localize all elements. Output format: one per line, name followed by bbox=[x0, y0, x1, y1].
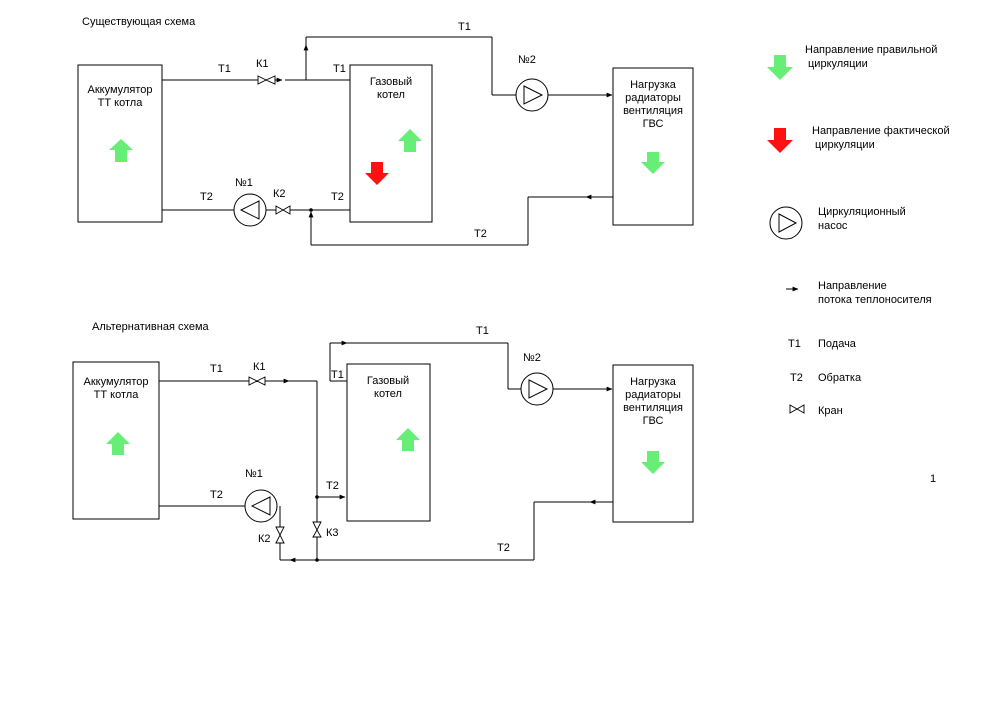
label-t2: Т2 bbox=[497, 542, 510, 554]
label-t1: Т1 bbox=[333, 63, 346, 75]
alternative-scheme: Альтернативная схема Аккумулятор ТТ котл… bbox=[72, 321, 694, 563]
label-pump2: №2 bbox=[518, 54, 536, 66]
existing-scheme: Существующая схема Аккумулятор ТТ котла … bbox=[77, 16, 694, 246]
correct-circulation-arrow-up bbox=[106, 432, 130, 455]
legend-t2-text: Обратка bbox=[818, 372, 862, 384]
label-t2: Т2 bbox=[474, 228, 487, 240]
accumulator-label-2: ТТ котла bbox=[98, 97, 144, 109]
gas-boiler-label: Газовый bbox=[367, 375, 409, 387]
correct-circulation-arrow-up bbox=[109, 139, 133, 162]
actual-circulation-arrow-down bbox=[365, 162, 389, 185]
load-label-4: ГВС bbox=[643, 118, 664, 130]
correct-circulation-arrow-up bbox=[398, 129, 422, 152]
load-box bbox=[612, 364, 694, 523]
page-mark: 1 bbox=[930, 473, 936, 485]
legend-flow-label: Направление bbox=[818, 280, 887, 292]
valve-k1 bbox=[257, 75, 276, 85]
legend-t1-code: Т1 bbox=[788, 338, 801, 350]
pump-1 bbox=[244, 489, 278, 523]
gas-boiler-box bbox=[349, 64, 433, 223]
legend-pump-icon bbox=[769, 206, 803, 240]
legend-actual-arrow-icon bbox=[767, 128, 793, 153]
load-label: Нагрузка bbox=[630, 376, 677, 388]
legend-correct-label-2: циркуляции bbox=[808, 58, 868, 70]
legend-correct-arrow-icon bbox=[767, 55, 793, 80]
load-box bbox=[612, 67, 694, 226]
correct-circulation-arrow-down bbox=[641, 451, 665, 474]
label-t1: Т1 bbox=[476, 325, 489, 337]
label-pump1: №1 bbox=[245, 468, 263, 480]
label-t2: Т2 bbox=[331, 191, 344, 203]
valve-k3 bbox=[312, 521, 322, 538]
label-t2: Т2 bbox=[326, 480, 339, 492]
load-label-3: вентиляция bbox=[623, 105, 683, 117]
existing-scheme-title: Существующая схема bbox=[82, 16, 196, 28]
legend-actual-label: Направление фактической bbox=[812, 125, 950, 137]
accumulator-label-2: ТТ котла bbox=[94, 389, 140, 401]
load-label-2: радиаторы bbox=[625, 389, 681, 401]
label-pump1: №1 bbox=[235, 177, 253, 189]
alternative-scheme-title: Альтернативная схема bbox=[92, 321, 210, 333]
junction-dot bbox=[315, 558, 319, 562]
legend-t2-code: Т2 bbox=[790, 372, 803, 384]
load-label: Нагрузка bbox=[630, 79, 677, 91]
label-t1: Т1 bbox=[210, 363, 223, 375]
accumulator-label: Аккумулятор bbox=[88, 84, 153, 96]
label-t2: Т2 bbox=[200, 191, 213, 203]
legend-actual-label-2: циркуляции bbox=[815, 139, 875, 151]
legend-pump-label: Циркуляционный bbox=[818, 206, 906, 218]
gas-boiler-box bbox=[346, 363, 431, 522]
correct-circulation-arrow-up bbox=[396, 428, 420, 451]
label-t1: Т1 bbox=[331, 369, 344, 381]
valve-k1 bbox=[248, 376, 266, 386]
valve-k2 bbox=[275, 205, 291, 215]
pump-1 bbox=[233, 193, 267, 227]
legend: Направление правильной циркуляции Направ… bbox=[767, 44, 950, 417]
label-t2: Т2 bbox=[210, 489, 223, 501]
label-k2: К2 bbox=[273, 188, 286, 200]
label-t1: Т1 bbox=[218, 63, 231, 75]
label-k3: К3 bbox=[326, 527, 339, 539]
label-k1: К1 bbox=[256, 58, 269, 70]
legend-correct-label: Направление правильной bbox=[805, 44, 937, 56]
legend-pump-label-2: насос bbox=[818, 220, 848, 232]
gas-boiler-label-2: котел bbox=[374, 388, 402, 400]
junction-dot bbox=[315, 495, 319, 499]
valve-k2 bbox=[275, 526, 285, 544]
legend-valve-label: Кран bbox=[818, 405, 843, 417]
legend-t1-text: Подача bbox=[818, 338, 857, 350]
load-label-2: радиаторы bbox=[625, 92, 681, 104]
gas-boiler-label: Газовый bbox=[370, 76, 412, 88]
junction-dot bbox=[309, 208, 313, 212]
accumulator-label: Аккумулятор bbox=[84, 376, 149, 388]
gas-boiler-label-2: котел bbox=[377, 89, 405, 101]
label-k2: К2 bbox=[258, 533, 271, 545]
correct-circulation-arrow-down bbox=[641, 152, 665, 174]
legend-valve-icon bbox=[789, 404, 805, 414]
load-label-3: вентиляция bbox=[623, 402, 683, 414]
label-pump2: №2 bbox=[523, 352, 541, 364]
pump-2 bbox=[520, 372, 554, 406]
pump-2 bbox=[515, 78, 549, 112]
load-label-4: ГВС bbox=[643, 415, 664, 427]
label-t1: Т1 bbox=[458, 21, 471, 33]
label-k1: К1 bbox=[253, 361, 266, 373]
legend-flow-label-2: потока теплоносителя bbox=[818, 294, 932, 306]
